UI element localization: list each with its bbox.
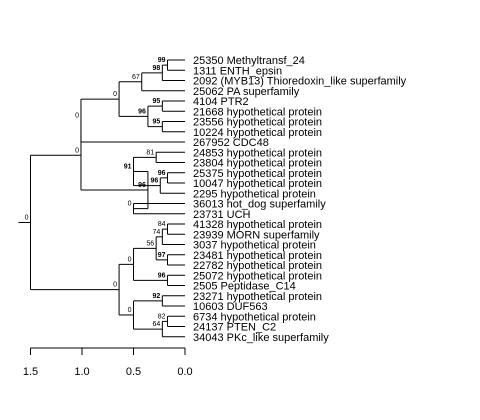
distance-axis: 1.5 1.0 0.5 0.0: [23, 347, 193, 378]
leaf-label: 25072 hypothetical protein: [193, 270, 322, 282]
bootstrap-value: 0: [128, 256, 132, 263]
leaf-label: 10047 hypothetical protein: [193, 178, 322, 190]
axis-tick-label: 1.0: [74, 366, 89, 378]
bootstrap-value: 91: [124, 163, 132, 170]
bootstrap-value: 0: [25, 214, 29, 221]
bootstrap-value: 98: [153, 65, 161, 72]
bootstrap-value: 96: [158, 272, 166, 279]
bootstrap-value: 67: [132, 74, 140, 81]
bootstrap-value: 95: [153, 98, 161, 105]
leaf-label: 3037 hypothetical protein: [193, 240, 316, 252]
bootstrap-value: 96: [150, 178, 158, 185]
axis-tick-label: 0.0: [177, 366, 192, 378]
leaf-label: 23481 hypothetical protein: [193, 250, 322, 262]
bootstrap-value: 97: [158, 252, 166, 259]
leaf-label: 25375 hypothetical protein: [193, 168, 322, 180]
leaf-label: 2505 Peptidase_C14: [193, 281, 296, 293]
leaf-label: 24853 hypothetical protein: [193, 147, 322, 159]
bootstrap-value: 0: [113, 282, 117, 289]
leaf-label: 23731 UCH: [193, 209, 251, 221]
leaf-label: 6734 hypothetical protein: [193, 311, 316, 323]
leaf-label: 10224 hypothetical protein: [193, 127, 322, 139]
leaf-label: 1311 ENTH_epsin: [193, 65, 282, 77]
leaf-label: 23804 hypothetical protein: [193, 158, 322, 170]
leaf-label: 41328 hypothetical protein: [193, 219, 322, 231]
leaf-label: 36013 hot_dog superfamily: [193, 199, 326, 211]
leaf-label: 23556 hypothetical protein: [193, 117, 322, 129]
bootstrap-value: 96: [138, 108, 146, 115]
bootstrap-value: 64: [153, 321, 161, 328]
leaf-label: 4104 PTR2: [193, 96, 249, 108]
bootstrap-value: 0: [75, 147, 79, 154]
bootstrap-value: 84: [158, 221, 166, 228]
tree-branches: [18, 59, 185, 338]
leaf-label: 25350 Methyltransf_24: [193, 55, 305, 67]
bootstrap-value: 0: [128, 307, 132, 314]
leaf-label: 23939 MORN superfamily: [193, 229, 320, 241]
leaf-label: 21668 hypothetical protein: [193, 106, 322, 118]
leaf-label: 34043 PKc_like superfamily: [193, 332, 329, 344]
bootstrap-value: 92: [153, 293, 161, 300]
bootstrap-value: 0: [113, 91, 117, 98]
bootstrap-values: 9998679595960081969691096084749756960928…: [25, 57, 166, 328]
bootstrap-value: 96: [138, 182, 146, 189]
bootstrap-value: 95: [153, 119, 161, 126]
bootstrap-value: 96: [158, 170, 166, 177]
bootstrap-value: 56: [146, 240, 154, 247]
leaf-label: 23271 hypothetical protein: [193, 291, 322, 303]
bootstrap-value: 74: [153, 229, 161, 236]
bootstrap-value: 0: [128, 201, 132, 208]
leaf-label: 2295 hypothetical protein: [193, 188, 316, 200]
leaf-label: 2092 (MYB13) Thioredoxin_like superfamil…: [193, 76, 407, 88]
leaf-label: 22782 hypothetical protein: [193, 260, 322, 272]
axis-tick-label: 1.5: [23, 366, 38, 378]
bootstrap-value: 0: [75, 113, 79, 120]
leaf-label: 10603 DUF563: [193, 301, 268, 313]
leaf-label: 24137 PTEN_C2: [193, 322, 276, 334]
axis-tick-label: 0.5: [126, 366, 141, 378]
leaf-label: 25062 PA superfamily: [193, 86, 300, 98]
bootstrap-value: 82: [158, 313, 166, 320]
leaf-label: 267952 CDC48: [193, 137, 269, 149]
bootstrap-value: 81: [146, 149, 154, 156]
bootstrap-value: 99: [158, 57, 166, 64]
